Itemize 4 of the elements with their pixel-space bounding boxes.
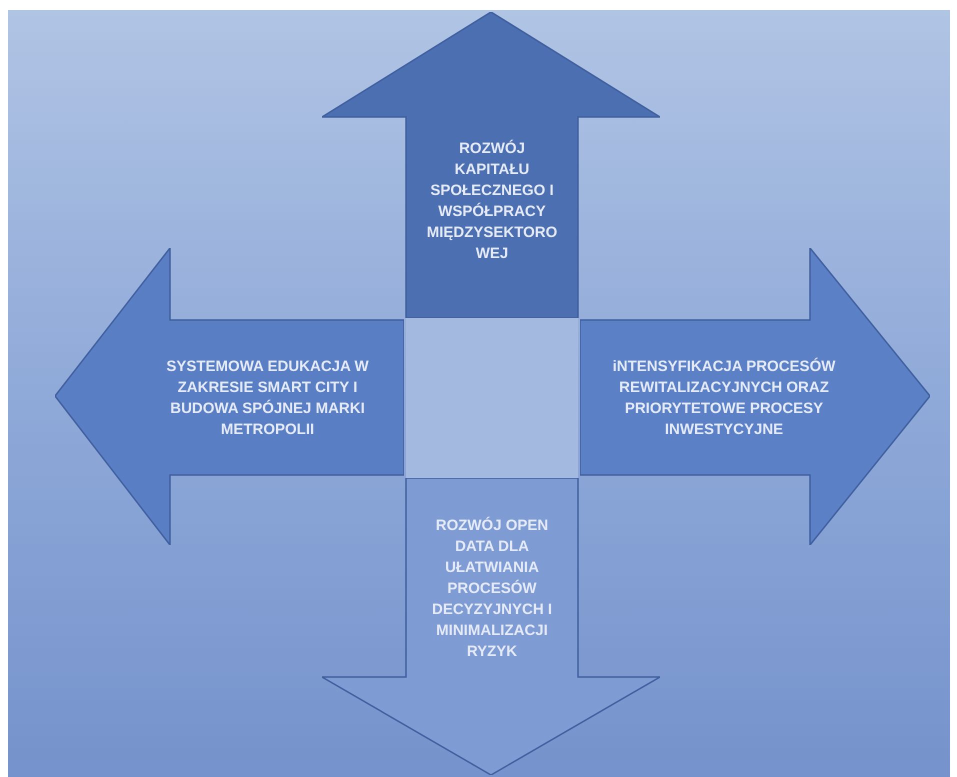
arrow-label: SYSTEMOWA EDUKACJA W ZAKRESIE SMART CITY I BUDOWA SPÓJNEJ MARKI METROPOLII (165, 356, 370, 440)
arrow-label: ROZWÓJ KAPITAŁU SPOŁECZNEGO I WSPÓŁPRACY MIĘDZYSEKTOROWEJ (426, 138, 558, 264)
arrow-label: iNTENSYFIKACJA PROCESÓW REWITALIZACYJNYCH ORAZ PRIORYTETOWE PROCESY INWESTYCYJNE (612, 356, 836, 440)
arrow-label: ROZWÓJ OPEN DATA DLA UŁATWIANIA PROCESÓW DECYZYJNYCH I MINIMALIZACJI RYZYK (430, 516, 554, 662)
